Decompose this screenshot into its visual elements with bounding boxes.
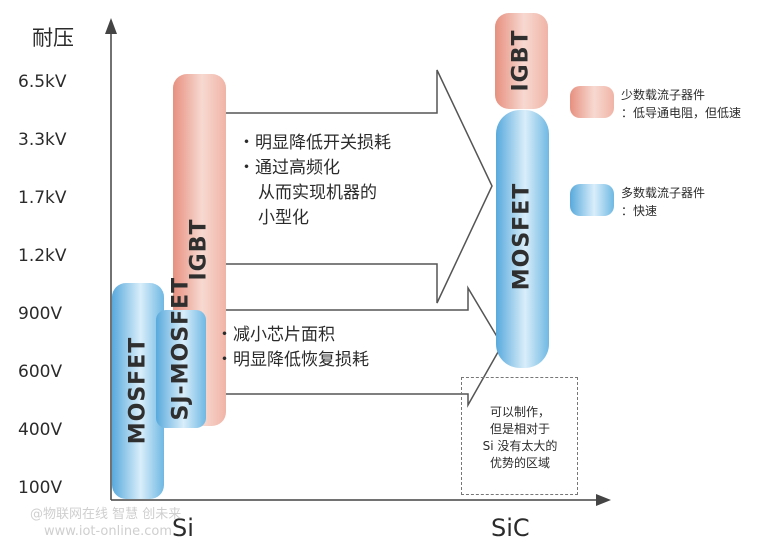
sic-igbt-bar (495, 13, 548, 109)
lower-arrow-line-2: ・明显降低恢复损耗 (216, 350, 369, 370)
y-tick-6.5kv: 6.5kV (18, 72, 67, 92)
upper-arrow-line-2: ・通过高频化 (238, 158, 340, 178)
si-sj-mosfet-label: SJ-MOSFET (168, 276, 194, 421)
lower-arrow-line-1: ・减小芯片面积 (216, 325, 335, 345)
note-line-3: Si 没有太大的 (482, 439, 558, 453)
note-text: 可以制作， 但是相对于 Si 没有太大的 优势的区域 (466, 404, 574, 472)
y-axis-title: 耐压 (32, 26, 74, 50)
watermark: @物联网在线 智慧 创未来 www.iot-online.com (30, 506, 181, 540)
legend-minority-text: 少数载流子器件 ：低导通电阻，但低速 (621, 86, 741, 122)
y-tick-400v: 400V (18, 420, 63, 440)
upper-arrow-line-3: 从而实现机器的 (258, 183, 377, 203)
lower-arrow-text: ・减小芯片面积 ・明显降低恢复损耗 (216, 323, 369, 373)
legend-majority-swatch (570, 184, 614, 216)
legend-minority-swatch (570, 86, 614, 118)
sic-mosfet-bar (496, 110, 549, 368)
watermark-line-1: @物联网在线 智慧 创未来 (30, 507, 182, 522)
watermark-line-2: www.iot-online.com (44, 524, 172, 539)
y-tick-100v: 100V (18, 478, 63, 498)
si-sj-mosfet-bar (156, 310, 206, 428)
y-tick-1.7kv: 1.7kV (18, 188, 67, 208)
note-line-4: 优势的区域 (489, 456, 550, 470)
note-box (461, 377, 578, 495)
upper-arrow-text: ・明显降低开关损耗 ・通过高频化 从而实现机器的 小型化 (238, 131, 391, 231)
note-line-2: 但是相对于 (489, 422, 550, 436)
legend-minority-desc: ：低导通电阻，但低速 (621, 106, 742, 120)
legend-minority-title: 少数载流子器件 (621, 88, 706, 102)
sic-mosfet-label: MOSFET (509, 182, 535, 291)
y-tick-900v: 900V (18, 304, 63, 324)
y-tick-3.3kv: 3.3kV (18, 130, 67, 150)
legend-majority-title: 多数载流子器件 (621, 186, 706, 200)
legend-majority-desc: ：快速 (621, 204, 658, 218)
sic-igbt-label: IGBT (508, 29, 534, 92)
x-category-si: Si (172, 514, 194, 542)
y-tick-600v: 600V (18, 362, 63, 382)
si-mosfet-bar (112, 283, 164, 499)
x-category-sic: SiC (491, 514, 530, 542)
upper-arrow-line-1: ・明显降低开关损耗 (238, 133, 391, 153)
lower-arrow (206, 285, 503, 408)
si-mosfet-label: MOSFET (125, 336, 151, 445)
note-line-1: 可以制作， (489, 405, 550, 419)
upper-arrow (223, 69, 493, 304)
legend-majority-text: 多数载流子器件 ：快速 (621, 184, 705, 220)
upper-arrow-line-4: 小型化 (258, 208, 309, 228)
y-tick-1.2kv: 1.2kV (18, 246, 67, 266)
